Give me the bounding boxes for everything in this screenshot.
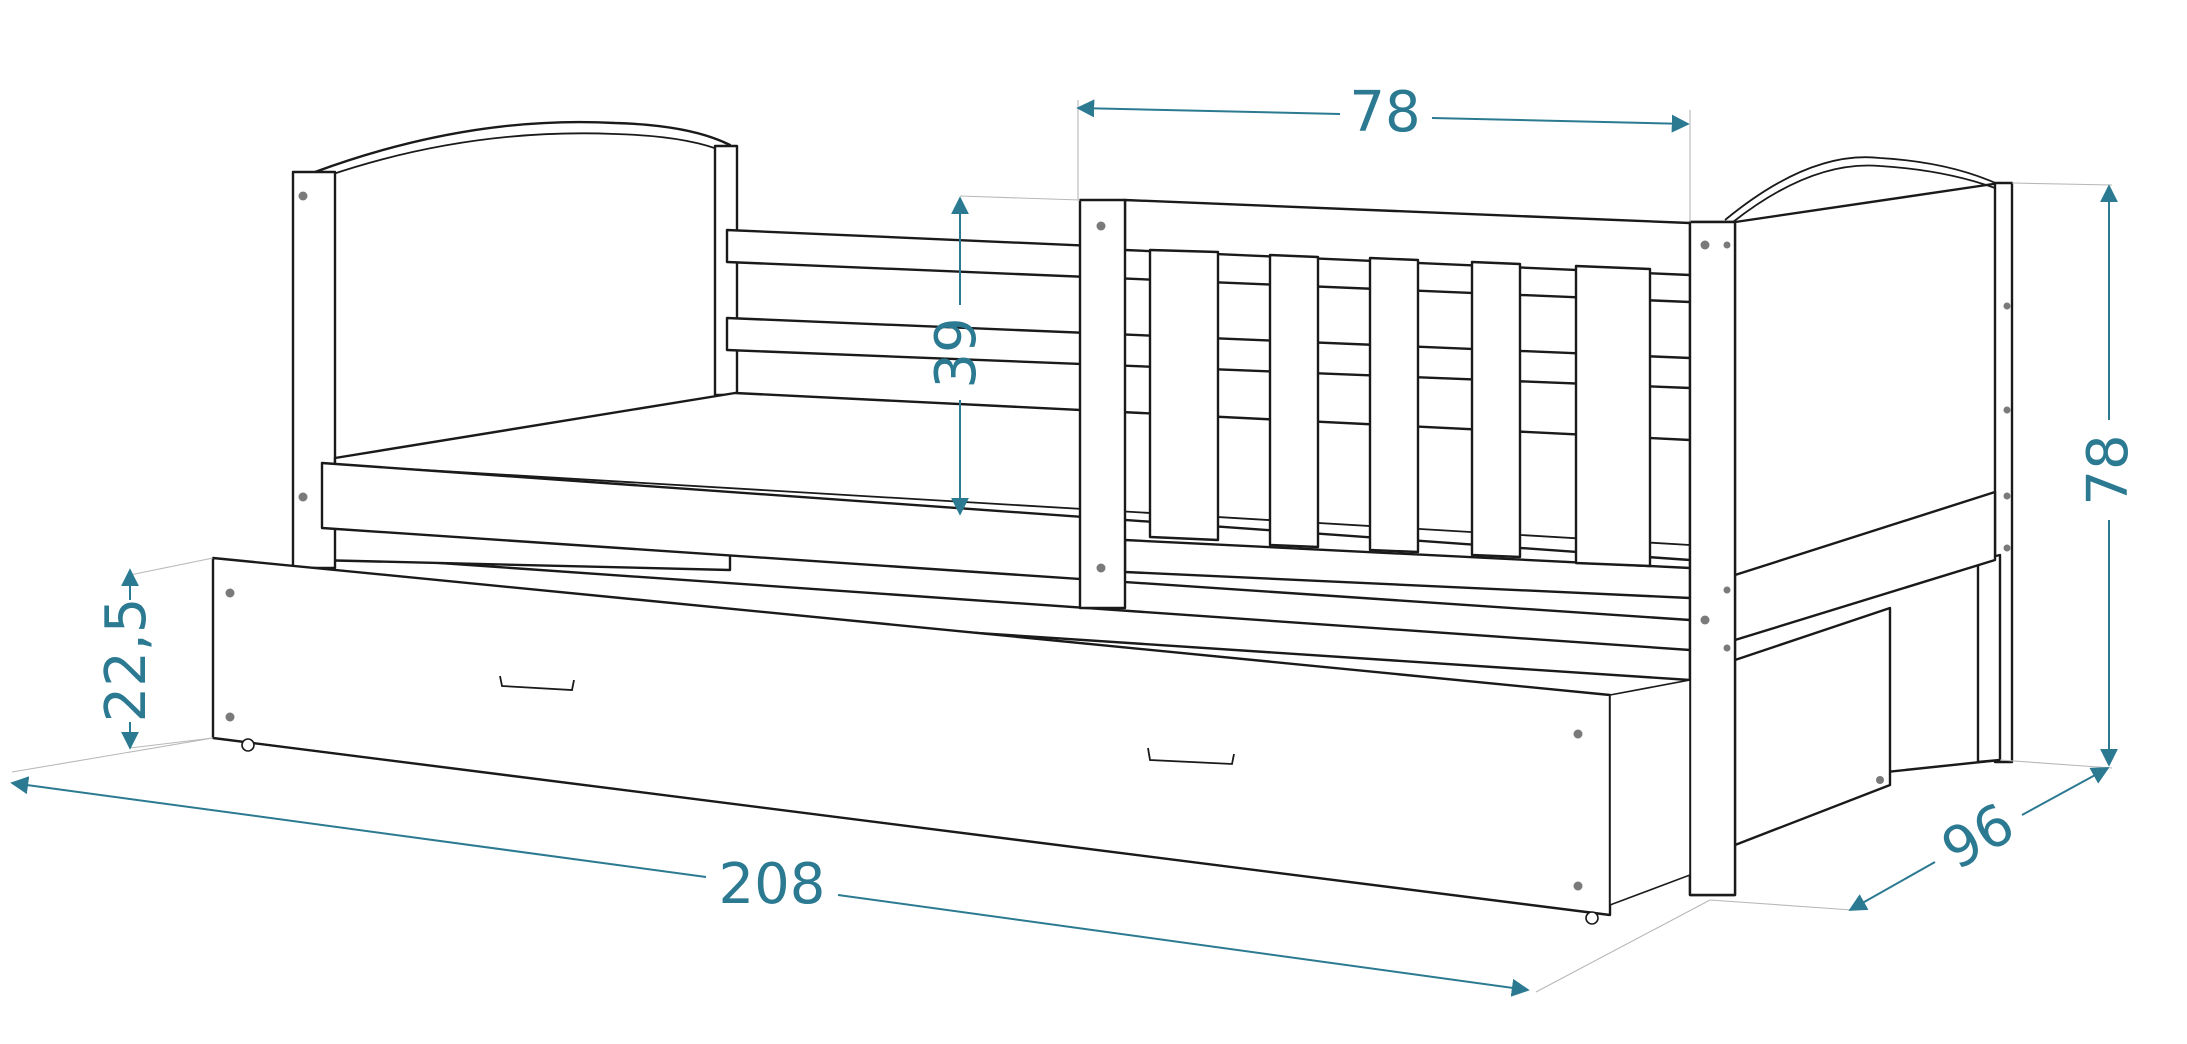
- dimension-barrier-height: 39: [924, 196, 989, 516]
- dimension-height: 78: [2076, 184, 2141, 767]
- dimension-barrier-length: 78: [1076, 80, 1690, 145]
- extension-lines: [11, 100, 2113, 993]
- drawer-handle-right: [1147, 747, 1235, 765]
- dimension-total-length: 208: [10, 776, 1530, 997]
- drawer-handle-left: [499, 675, 575, 691]
- right-back-leg: [1976, 553, 2002, 764]
- bed-illustration: [211, 120, 2014, 925]
- dimension-depth: 96: [1848, 767, 2110, 911]
- dimension-label-drawer-height: 22,5: [94, 598, 159, 723]
- dimension-label-total-length: 208: [719, 852, 826, 917]
- safety-barrier: [1078, 198, 1692, 610]
- right-headboard-arch: [1724, 156, 2001, 221]
- dimension-label-height: 78: [2076, 434, 2141, 505]
- barrier-left-post: [1078, 198, 1127, 610]
- dimension-label-depth: 96: [1931, 791, 2025, 883]
- left-back-post: [713, 144, 739, 397]
- dimension-label-barrier-length: 78: [1349, 80, 1420, 145]
- dimension-drawer-height: 22,5: [94, 568, 159, 750]
- front-drawer: [211, 556, 1691, 925]
- dimension-label-barrier-height: 39: [924, 317, 989, 388]
